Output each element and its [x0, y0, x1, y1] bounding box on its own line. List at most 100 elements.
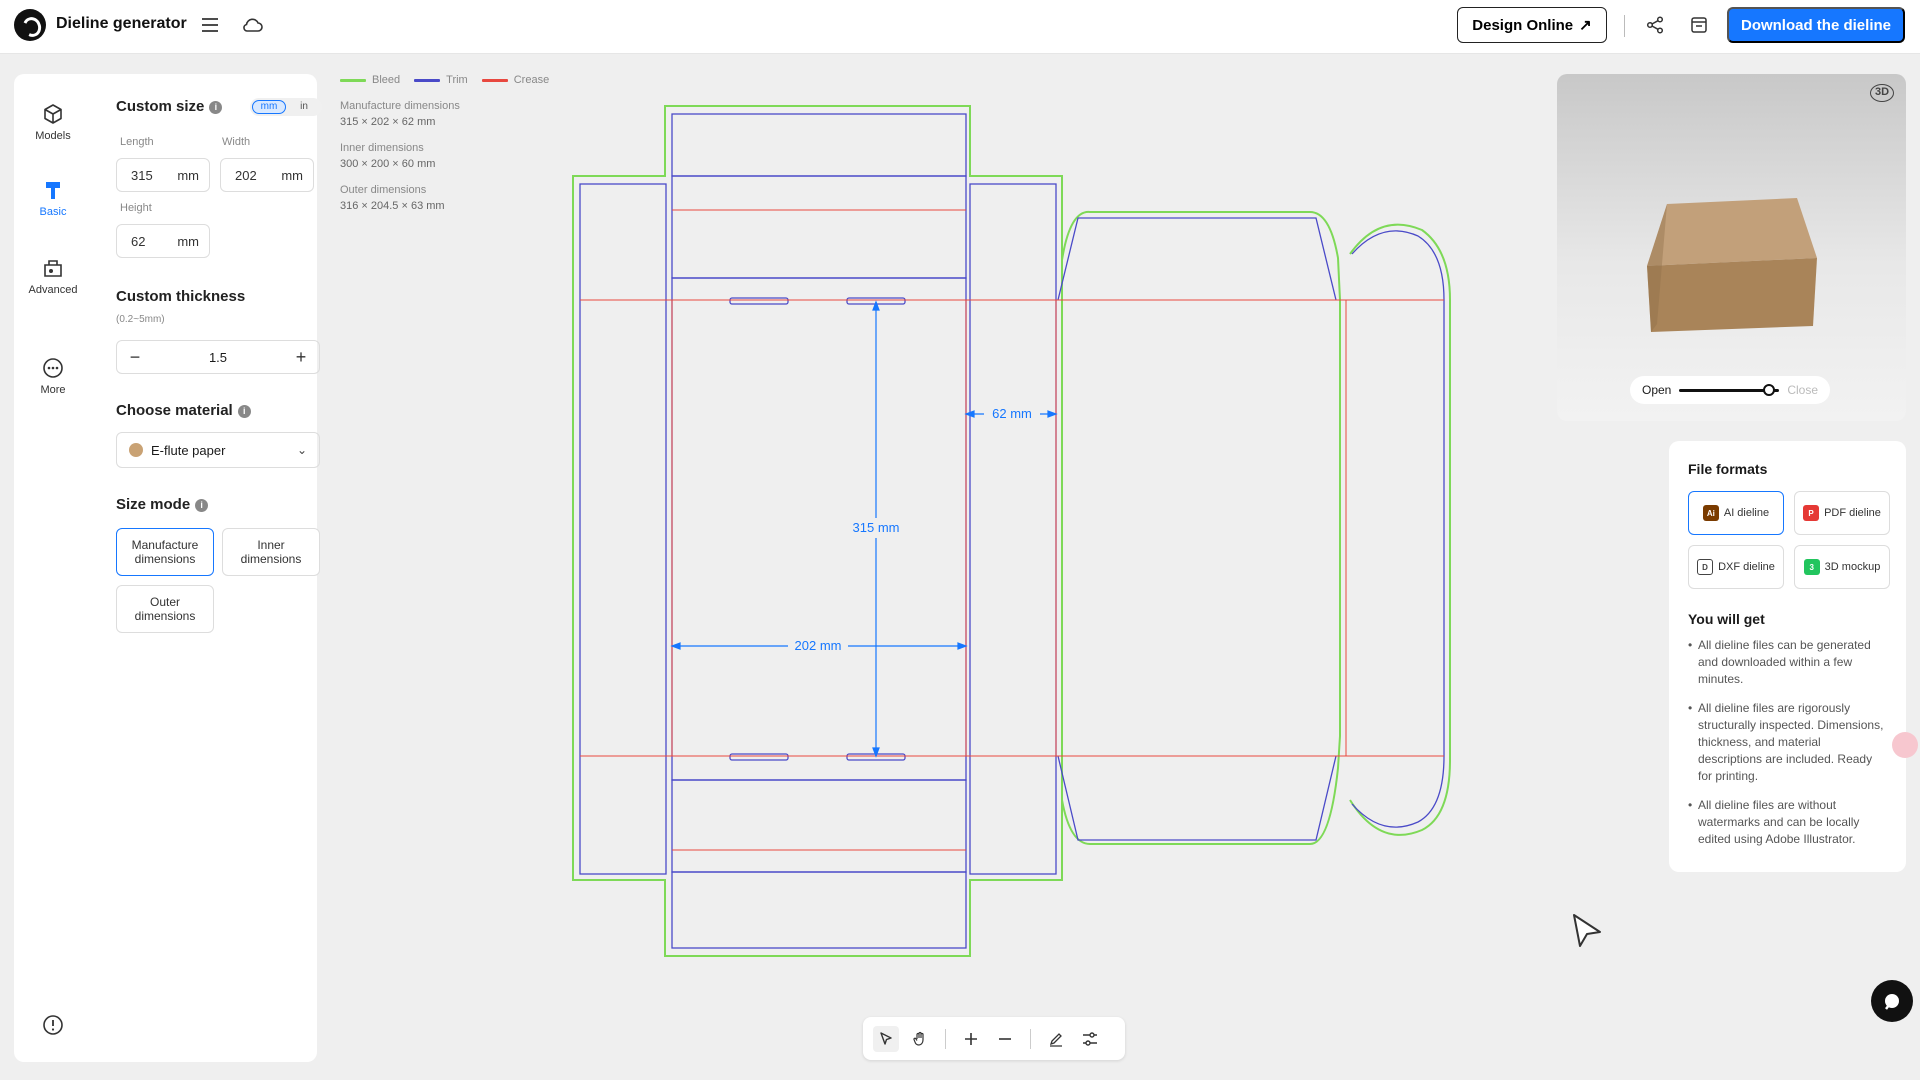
open-label: Open — [1642, 383, 1672, 397]
height-input[interactable]: 62 mm — [116, 224, 210, 258]
unit-mm-option[interactable]: mm — [252, 100, 286, 114]
nav-more[interactable]: More — [14, 356, 92, 416]
zoom-in-icon[interactable] — [958, 1026, 984, 1052]
legend-trim: Trim — [414, 74, 468, 86]
advanced-icon — [44, 260, 62, 277]
edit-pen-icon[interactable] — [1043, 1026, 1069, 1052]
floating-badge-icon[interactable] — [1892, 732, 1918, 758]
app-title: Dieline generator — [56, 15, 187, 32]
hamburger-menu-icon[interactable] — [198, 13, 222, 37]
info-icon[interactable]: i — [195, 499, 209, 512]
benefit-item: All dieline files are without watermarks… — [1688, 797, 1887, 848]
legend-trim-label: Trim — [446, 74, 468, 86]
ai-dieline-label: AI dieline — [1723, 507, 1770, 519]
close-label: Close — [1787, 383, 1818, 397]
manufacture-dim-value: 315 × 202 × 62 mm — [340, 116, 436, 128]
slider-knob[interactable] — [1763, 383, 1776, 396]
pdf-file-icon: P — [1803, 505, 1820, 521]
length-unit: mm — [177, 167, 199, 183]
width-input[interactable]: 202 mm — [220, 158, 314, 192]
cart-icon[interactable] — [1687, 13, 1711, 37]
custom-size-title-text: Custom size — [116, 98, 205, 115]
nav-advanced-label: Advanced — [28, 284, 78, 296]
dxf-dieline-button[interactable]: D DXF dieline — [1688, 545, 1784, 589]
bleed-line-swatch — [340, 78, 366, 82]
mouse-cursor-icon — [1573, 914, 1601, 947]
length-dimension-label: 315 mm — [853, 520, 900, 535]
toolbar-divider — [1030, 1028, 1031, 1049]
material-select[interactable]: E-flute paper ⌄ — [116, 432, 320, 468]
material-swatch — [129, 443, 143, 457]
decrement-button[interactable]: − — [129, 346, 141, 367]
dieline-canvas[interactable]: 315 mm 202 mm 62 mm — [570, 100, 1470, 970]
increment-button[interactable]: + — [295, 346, 307, 367]
dxf-file-icon: D — [1697, 559, 1714, 575]
mode-outer-button[interactable]: Outer dimensions — [116, 585, 214, 633]
file-formats-grid: Ai AI dieline P PDF dieline D DXF dielin… — [1688, 491, 1890, 589]
thickness-value[interactable]: 1.5 — [208, 349, 228, 365]
length-label: Length — [120, 136, 154, 148]
line-legend: Bleed Trim Crease — [340, 74, 549, 86]
nav-models[interactable]: Models — [14, 102, 92, 162]
header-divider — [1624, 15, 1625, 37]
cloud-save-icon[interactable] — [240, 13, 264, 37]
height-value: 62 — [131, 233, 146, 249]
cube-icon — [44, 104, 62, 124]
size-mode-title-text: Size mode — [116, 496, 191, 513]
width-value: 202 — [235, 167, 257, 183]
chat-support-button[interactable] — [1871, 980, 1913, 1022]
inner-dim-label: Inner dimensions — [340, 142, 424, 154]
ai-file-icon: Ai — [1702, 505, 1719, 521]
info-icon[interactable]: i — [237, 405, 251, 418]
legend-crease: Crease — [481, 74, 549, 86]
width-dimension-label: 202 mm — [795, 638, 842, 653]
box-3d-model[interactable] — [1637, 174, 1837, 354]
mode-inner-button[interactable]: Inner dimensions — [222, 528, 320, 576]
unit-in-option[interactable]: in — [300, 101, 308, 112]
unit-toggle[interactable]: mm in — [250, 98, 322, 116]
3d-view-badge[interactable]: 3D — [1870, 84, 1894, 102]
dimensions-info: Manufacture dimensions 315 × 202 × 62 mm… — [340, 98, 460, 224]
height-label: Height — [120, 202, 152, 214]
select-tool-icon[interactable] — [873, 1025, 899, 1052]
nav-advanced[interactable]: Advanced — [14, 256, 92, 316]
manufacture-dim-label: Manufacture dimensions — [340, 100, 460, 112]
slider-track[interactable] — [1679, 383, 1780, 396]
help-icon[interactable] — [42, 1014, 64, 1036]
file-formats-title: File formats — [1688, 461, 1768, 477]
open-close-slider[interactable]: Open Close — [1630, 376, 1830, 404]
height-unit: mm — [177, 233, 199, 249]
nav-basic-label: Basic — [39, 206, 67, 218]
mode-manufacture-button[interactable]: Manufacture dimensions — [116, 528, 214, 576]
chevron-down-icon: ⌄ — [296, 443, 307, 457]
info-icon[interactable]: i — [209, 101, 223, 114]
width-label-bg — [788, 636, 848, 656]
length-value: 315 — [131, 167, 153, 183]
length-input[interactable]: 315 mm — [116, 158, 210, 192]
pdf-dieline-label: PDF dieline — [1824, 507, 1881, 519]
zoom-out-icon[interactable] — [992, 1026, 1018, 1052]
nav-basic[interactable]: Basic — [14, 178, 92, 238]
width-unit: mm — [281, 167, 303, 183]
legend-bleed-label: Bleed — [372, 74, 401, 86]
external-link-icon: ↗ — [1579, 17, 1592, 34]
ai-dieline-button[interactable]: Ai AI dieline — [1688, 491, 1784, 535]
pdf-dieline-button[interactable]: P PDF dieline — [1794, 491, 1890, 535]
adjust-settings-icon[interactable] — [1077, 1026, 1103, 1052]
download-dieline-button[interactable]: Download the dieline — [1727, 7, 1905, 43]
nav-models-label: Models — [35, 130, 71, 142]
3d-preview[interactable]: 3D Open Close — [1557, 74, 1906, 421]
share-icon[interactable] — [1643, 13, 1667, 37]
legend-bleed: Bleed — [340, 74, 400, 86]
thickness-range: (0.2~5mm) — [116, 314, 165, 325]
thickness-stepper: − 1.5 + — [116, 340, 320, 374]
outer-dim-label: Outer dimensions — [340, 184, 427, 196]
app-logo[interactable] — [14, 9, 46, 41]
crease-lines — [580, 209, 1444, 851]
design-online-button[interactable]: Design Online ↗ — [1457, 7, 1607, 43]
benefit-item: All dieline files can be generated and d… — [1688, 637, 1887, 688]
nav-more-label: More — [40, 384, 66, 396]
hand-tool-icon[interactable] — [907, 1026, 933, 1052]
3d-mockup-button[interactable]: 3 3D mockup — [1794, 545, 1890, 589]
